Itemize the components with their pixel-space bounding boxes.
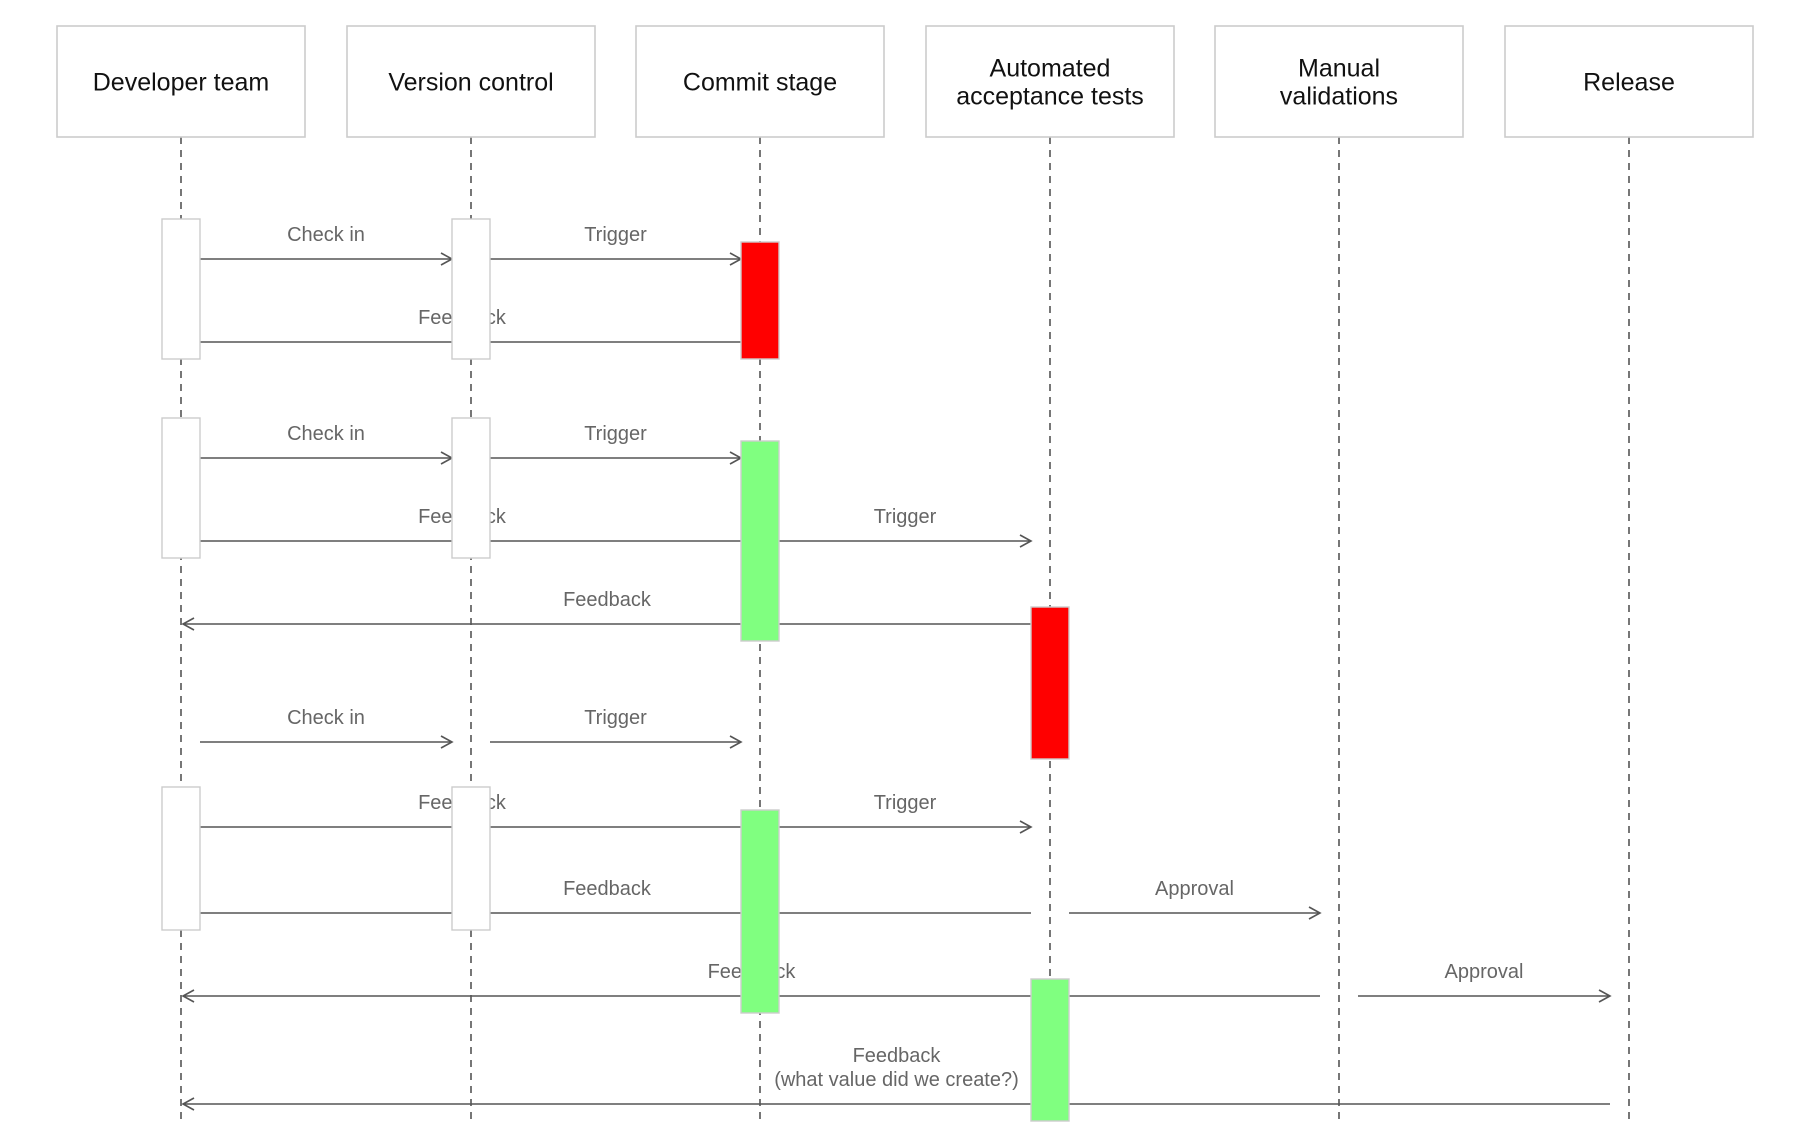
message-feedback-what-value-did-we-create: Feedback(what value did we create?) [181,1045,1610,1111]
message-trigger: Trigger [779,506,1033,548]
actor-box [635,25,885,138]
activation-version-control-neutral [451,786,491,931]
actor-boxes: Developer team Version control Commit stag… [56,25,1754,138]
message-check-in: Check in [200,707,454,749]
message-check-in: Check in [200,423,454,465]
activation-commit-stage-pass [740,809,780,1014]
actor-box [925,25,1175,138]
messages: Check inTriggerFeedbackCheck inTriggerFe… [181,224,1612,1111]
actor-box [346,25,596,138]
actor-box [1214,25,1464,138]
activation-commit-stage-pass [740,440,780,642]
actor-commit-stage: Commit stage [635,25,885,138]
message-feedback: Feedback [181,589,1031,631]
message-check-in: Check in [200,224,454,266]
actor-version-control: Version control [346,25,596,138]
message-trigger: Trigger [779,792,1033,834]
actor-label: Developer team [93,69,269,97]
actor-label: validations [1280,83,1398,111]
message-label: Trigger [874,792,937,814]
activation-developer-team-neutral [161,786,201,931]
message-label: Check in [287,224,365,246]
actor-box [56,25,306,138]
message-label: (what value did we create?) [774,1069,1019,1091]
message-label: Trigger [584,707,647,729]
message-label: Approval [1445,961,1524,983]
activation-developer-team-neutral [161,417,201,559]
activation-bars [161,218,1070,1122]
message-label: Feedback [853,1045,942,1067]
activation-automated-acceptance-tests-pass [1030,978,1070,1122]
message-label: Check in [287,423,365,445]
message-trigger: Trigger [490,224,743,266]
activation-automated-acceptance-tests-fail [1030,606,1070,760]
actor-box [1504,25,1754,138]
actor-label: Release [1583,69,1675,97]
lifelines [180,137,1630,1122]
activation-version-control-neutral [451,218,491,360]
message-approval: Approval [1069,878,1322,920]
message-label: Feedback [563,589,652,611]
message-approval: Approval [1358,961,1612,1003]
activation-developer-team-neutral [161,218,201,360]
message-label: Trigger [584,224,647,246]
message-label: Trigger [584,423,647,445]
message-label: Trigger [874,506,937,528]
actor-label: Version control [388,69,553,97]
actor-label: Automated [990,55,1111,83]
activation-commit-stage-fail [740,241,780,360]
message-label: Approval [1155,878,1234,900]
actor-label: acceptance tests [956,83,1144,111]
activation-version-control-neutral [451,417,491,559]
message-trigger: Trigger [490,423,743,465]
message-label: Check in [287,707,365,729]
actor-label: Manual [1298,55,1380,83]
message-feedback: Feedback [181,878,1031,920]
message-trigger: Trigger [490,707,743,749]
actor-developer-team: Developer team [56,25,306,138]
actor-release: Release [1504,25,1754,138]
actor-label: Commit stage [683,69,837,97]
message-label: Feedback [563,878,652,900]
